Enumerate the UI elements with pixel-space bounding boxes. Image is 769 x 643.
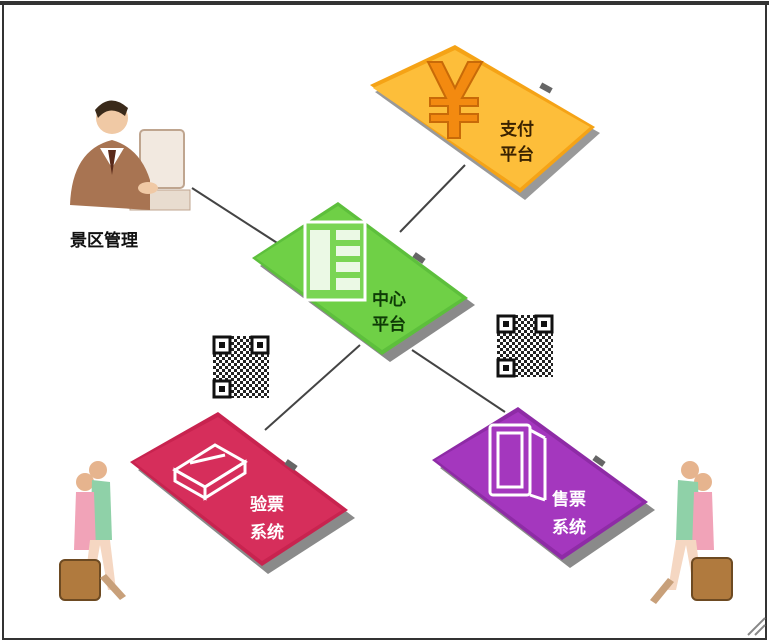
scanner-icon bbox=[172, 443, 248, 501]
center-label-line2: 平台 bbox=[372, 314, 406, 335]
ticket-selling-node: 售票 系统 bbox=[432, 407, 655, 568]
payment-platform-node: 支付 平台 bbox=[370, 45, 600, 200]
selling-label-line2: 系统 bbox=[552, 517, 586, 538]
resize-grip-icon bbox=[747, 617, 766, 636]
connector-lines bbox=[191, 164, 506, 431]
selling-label-line1: 售票 bbox=[552, 489, 586, 510]
qr-code-right bbox=[495, 313, 555, 379]
document-icon bbox=[303, 220, 367, 302]
tourist-couple-right bbox=[650, 461, 733, 604]
payment-label-line2: 平台 bbox=[500, 144, 534, 165]
ticket-machine-icon bbox=[488, 423, 547, 502]
checking-label-line1: 验票 bbox=[250, 494, 284, 515]
center-label-line1: 中心 bbox=[372, 289, 406, 310]
ticket-checking-node: 验票 系统 bbox=[130, 412, 355, 574]
tourist-couple-left bbox=[59, 461, 126, 601]
checking-label-line2: 系统 bbox=[250, 522, 284, 543]
office-worker-icon bbox=[70, 100, 191, 211]
qr-code-left bbox=[211, 334, 271, 400]
payment-label-line1: 支付 bbox=[500, 119, 534, 140]
center-platform-node: 中心 平台 bbox=[252, 202, 475, 362]
yen-icon bbox=[426, 61, 484, 139]
management-label: 景区管理 bbox=[70, 230, 138, 251]
